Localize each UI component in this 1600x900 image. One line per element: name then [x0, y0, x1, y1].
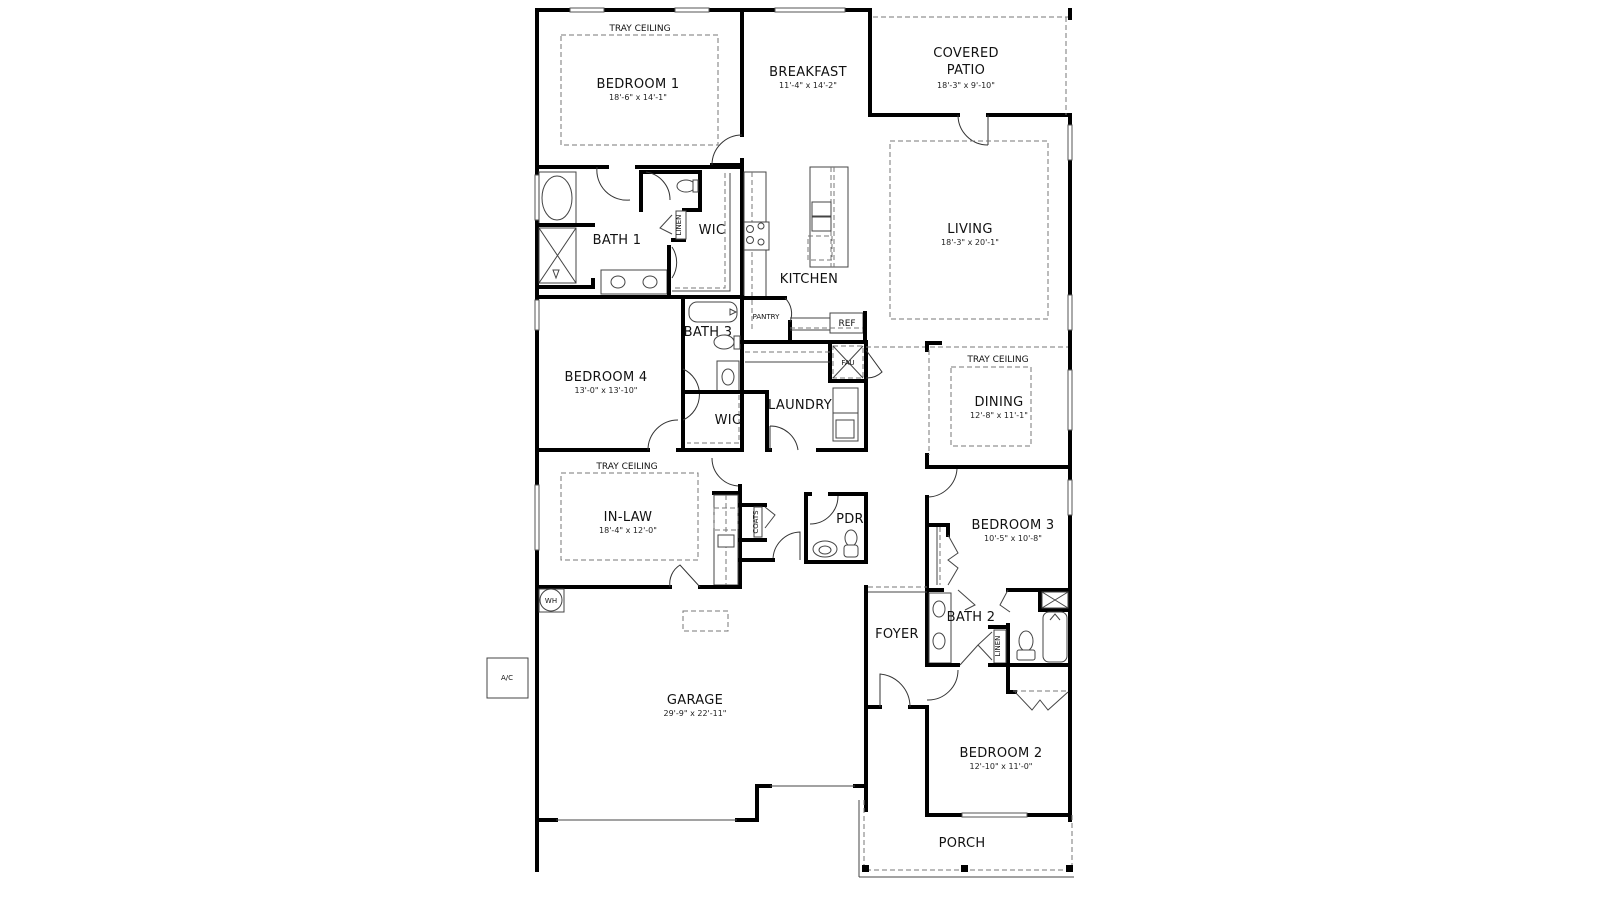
pdr-label: PDR: [836, 512, 864, 527]
linen1-label: LINEN: [675, 215, 683, 236]
ref-label: REF: [838, 319, 855, 329]
hall-closet-door[interactable]: [772, 531, 801, 561]
covered-patio-label-1: COVERED: [933, 46, 999, 61]
patio-door[interactable]: [957, 114, 989, 146]
windows: [534, 7, 1073, 818]
bedroom3-dims: 10'-5" x 10'-8": [984, 534, 1042, 543]
pantry-door[interactable]: [784, 297, 793, 323]
wc-door[interactable]: [645, 171, 671, 201]
bedroom3-door[interactable]: [926, 468, 958, 498]
ac-label: A/C: [501, 674, 513, 682]
foyer-label: FOYER: [875, 627, 919, 642]
covered-patio: COVERED PATIO 18'-3" x 9'-10": [873, 16, 1068, 115]
wic1-door[interactable]: [671, 246, 678, 279]
exterior-walls: [535, 8, 1072, 872]
fau-door[interactable]: [865, 349, 883, 379]
porch: PORCH: [858, 800, 1074, 878]
kitchen-label: KITCHEN: [780, 272, 838, 287]
hall-door[interactable]: [711, 457, 741, 487]
bedroom1-door[interactable]: [711, 134, 743, 166]
bedroom4-label: BEDROOM 4: [565, 370, 648, 385]
kitchen: KITCHEN PANTRY REF: [740, 166, 867, 342]
pdr-door[interactable]: [809, 495, 839, 525]
wic4-label: WIC: [715, 413, 742, 428]
fau-label: FAU: [841, 359, 854, 367]
bedroom3-label: BEDROOM 3: [972, 518, 1055, 533]
linen2-label: LINEN: [994, 636, 1002, 657]
breakfast-label: BREAKFAST: [769, 65, 847, 80]
dining: TRAY CEILING DINING 12'-8" x 11'-1": [866, 341, 1072, 469]
bath2-tub: [1042, 611, 1068, 663]
bedroom4-door[interactable]: [647, 419, 679, 451]
inlaw-dims: 18'-4" x 12'-0": [599, 526, 657, 535]
kitchen-island: [809, 166, 849, 268]
bath2-label: BATH 2: [947, 610, 996, 625]
in-law: TRAY CEILING IN-LAW 18'-4" x 12'-0": [560, 462, 742, 589]
covered-patio-dims: 18'-3" x 9'-10": [937, 81, 995, 90]
bath-2: BATH 2 LINEN: [925, 588, 1072, 682]
wh-label: WH: [545, 597, 557, 605]
bedroom1-label: BEDROOM 1: [597, 77, 680, 92]
bath-1: LINEN BATH 1 WIC: [535, 170, 731, 299]
bathtub: [541, 175, 573, 221]
bath1-door[interactable]: [596, 166, 631, 201]
laundry-label: LAUNDRY: [768, 398, 832, 413]
bath1-label: BATH 1: [593, 233, 642, 248]
bedroom1-tray-ceiling: TRAY CEILING: [608, 24, 670, 34]
inlaw-label: IN-LAW: [604, 510, 653, 525]
garage-dims: 29'-9" x 22'-11": [664, 709, 727, 718]
porch-label: PORCH: [939, 836, 986, 851]
bedroom-1: TRAY CEILING BEDROOM 1 18'-6" x 14'-1": [560, 8, 744, 167]
laundry: LAUNDRY: [765, 379, 868, 452]
dining-dims: 12'-8" x 11'-1": [970, 411, 1028, 420]
wic1-label: WIC: [699, 223, 726, 238]
breakfast-dims: 11'-4" x 14'-2": [779, 81, 837, 90]
bedroom4-dims: 13'-0" x 13'-10": [575, 386, 638, 395]
garage-entry-door[interactable]: [669, 564, 701, 588]
bedroom1-dims: 18'-6" x 14'-1": [609, 93, 667, 102]
bedroom2-label: BEDROOM 2: [960, 746, 1043, 761]
coats-label: COATS: [752, 510, 760, 534]
bedroom-2: BEDROOM 2 12'-10" x 11'-0": [960, 678, 1069, 771]
powder-room: PDR: [804, 492, 868, 564]
garage: WH GARAGE 29'-9" x 22'-11": [535, 564, 742, 718]
pantry-label: PANTRY: [753, 313, 780, 321]
bath-3: BATH 3: [681, 295, 744, 452]
attic-access: [682, 610, 729, 632]
living-label: LIVING: [947, 222, 992, 237]
living-dims: 18'-3" x 20'-1": [941, 238, 999, 247]
bedroom2-door[interactable]: [926, 669, 959, 701]
garage-label: GARAGE: [667, 693, 723, 708]
ac-unit: [486, 657, 529, 699]
laundry-door[interactable]: [769, 425, 799, 451]
bedroom4-wic-door[interactable]: [682, 368, 700, 421]
bedroom2-dims: 12'-10" x 11'-0": [970, 762, 1033, 771]
dining-tray-ceiling: TRAY CEILING: [966, 355, 1028, 365]
bedroom-4: BEDROOM 4 13'-0" x 13'-10" WIC: [535, 368, 769, 452]
front-door[interactable]: [879, 673, 911, 708]
covered-patio-label-2: PATIO: [947, 63, 985, 78]
inlaw-tray-ceiling: TRAY CEILING: [595, 462, 657, 472]
dining-label: DINING: [974, 395, 1023, 410]
water-heater: [539, 588, 563, 612]
foyer: FOYER: [864, 585, 959, 817]
dryer: [832, 387, 859, 414]
